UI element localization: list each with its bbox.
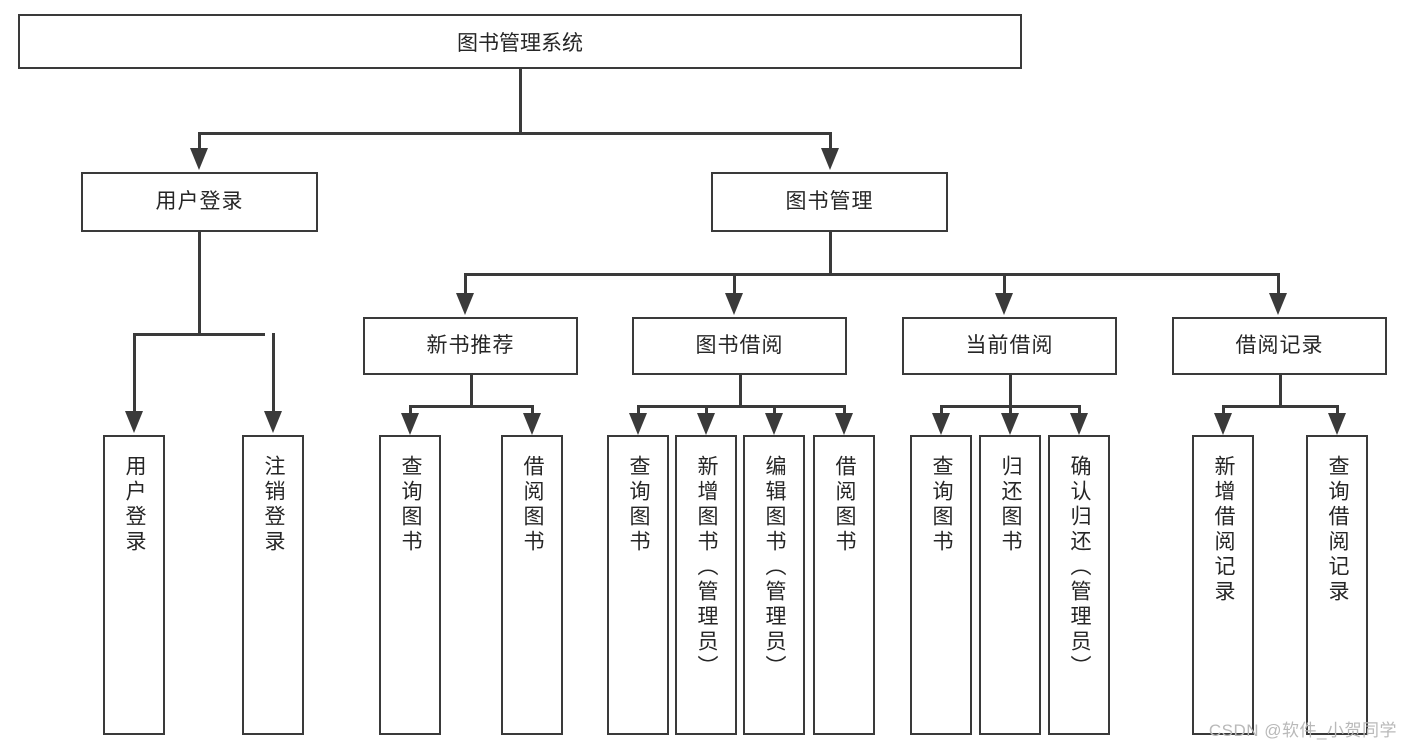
node-label: 图书管理系统 — [457, 31, 583, 55]
node-label: 新增图书（管理员） — [695, 455, 719, 680]
node-label: 图书管理 — [785, 190, 874, 214]
arrow-to-leaf-user-login — [125, 411, 143, 433]
leaf-br-add-record[interactable]: 新增借阅记录 — [1192, 435, 1254, 735]
arrow-to-bb-leaf-1 — [629, 413, 647, 435]
node-borrow-record[interactable]: 借阅记录 — [1172, 317, 1387, 375]
leaf-logout[interactable]: 注销登录 — [242, 435, 304, 735]
arrow-to-cb-leaf-2 — [1001, 413, 1019, 435]
node-label: 新书推荐 — [426, 334, 515, 358]
node-book-borrow[interactable]: 图书借阅 — [632, 317, 847, 375]
connector-user-login-drop-2 — [272, 333, 275, 413]
node-label: 确认归还（管理员） — [1068, 455, 1092, 680]
leaf-bb-add-book[interactable]: 新增图书（管理员） — [675, 435, 737, 735]
node-label: 注销登录 — [262, 455, 286, 555]
connector-br-drop-2 — [1336, 405, 1339, 415]
arrow-to-bb-leaf-2 — [697, 413, 715, 435]
connector-nb-drop-2 — [531, 405, 534, 415]
connector-bm-drop-2 — [733, 273, 736, 295]
connector-book-borrow-bus — [637, 405, 846, 408]
connector-user-login-drop-1 — [133, 333, 136, 413]
node-current-borrow[interactable]: 当前借阅 — [902, 317, 1117, 375]
connector-user-login-stem — [198, 232, 201, 335]
arrow-to-cb-leaf-1 — [932, 413, 950, 435]
arrow-to-nb-leaf-1 — [401, 413, 419, 435]
arrow-to-br-leaf-2 — [1328, 413, 1346, 435]
leaf-cb-confirm-return[interactable]: 确认归还（管理员） — [1048, 435, 1110, 735]
arrow-to-borrow-record — [1269, 293, 1287, 315]
node-root-system[interactable]: 图书管理系统 — [18, 14, 1022, 69]
connector-bb-drop-4 — [843, 405, 846, 415]
connector-root-stem — [519, 69, 522, 134]
node-label: 用户登录 — [155, 190, 244, 214]
connector-cb-drop-2 — [1009, 405, 1012, 415]
connector-root-drop-left — [198, 132, 201, 150]
arrow-to-leaf-logout — [264, 411, 282, 433]
leaf-nb-borrow-book[interactable]: 借阅图书 — [501, 435, 563, 735]
node-label: 新增借阅记录 — [1212, 455, 1236, 605]
arrow-to-new-book — [456, 293, 474, 315]
node-label: 图书借阅 — [695, 334, 784, 358]
arrow-to-book-borrow — [725, 293, 743, 315]
node-label: 查询借阅记录 — [1326, 455, 1350, 605]
node-label: 编辑图书（管理员） — [763, 455, 787, 680]
connector-bb-drop-3 — [773, 405, 776, 415]
arrow-to-cb-leaf-3 — [1070, 413, 1088, 435]
leaf-br-query-record[interactable]: 查询借阅记录 — [1306, 435, 1368, 735]
connector-cb-drop-1 — [940, 405, 943, 415]
node-user-login[interactable]: 用户登录 — [81, 172, 318, 232]
connector-bb-drop-2 — [705, 405, 708, 415]
connector-current-borrow-stem — [1009, 375, 1012, 407]
node-label: 查询图书 — [399, 455, 423, 555]
leaf-bb-query-book[interactable]: 查询图书 — [607, 435, 669, 735]
node-label: 借阅记录 — [1235, 334, 1324, 358]
connector-borrow-record-bus — [1222, 405, 1338, 408]
connector-bm-drop-4 — [1277, 273, 1280, 295]
node-label: 用户登录 — [123, 455, 147, 555]
connector-bm-drop-1 — [464, 273, 467, 295]
connector-root-drop-right — [829, 132, 832, 150]
arrow-to-current-borrow — [995, 293, 1013, 315]
leaf-cb-query-book[interactable]: 查询图书 — [910, 435, 972, 735]
csdn-watermark: CSDN @软件_小贺同学 — [1208, 721, 1397, 740]
arrow-to-user-login — [190, 148, 208, 170]
connector-new-book-stem — [470, 375, 473, 407]
node-label: 当前借阅 — [965, 334, 1054, 358]
connector-root-bus — [198, 132, 831, 135]
node-label: 借阅图书 — [521, 455, 545, 555]
arrow-to-br-leaf-1 — [1214, 413, 1232, 435]
node-label: 归还图书 — [999, 455, 1023, 555]
connector-new-book-bus — [409, 405, 533, 408]
connector-book-management-bus — [464, 273, 1280, 276]
leaf-user-login[interactable]: 用户登录 — [103, 435, 165, 735]
leaf-bb-borrow-book[interactable]: 借阅图书 — [813, 435, 875, 735]
connector-cb-drop-3 — [1078, 405, 1081, 415]
leaf-cb-return-book[interactable]: 归还图书 — [979, 435, 1041, 735]
node-new-book-recommend[interactable]: 新书推荐 — [363, 317, 578, 375]
node-label: 查询图书 — [627, 455, 651, 555]
connector-bb-drop-1 — [637, 405, 640, 415]
connector-user-login-bus — [133, 333, 265, 336]
arrow-to-bb-leaf-3 — [765, 413, 783, 435]
connector-borrow-record-stem — [1279, 375, 1282, 407]
leaf-nb-query-book[interactable]: 查询图书 — [379, 435, 441, 735]
connector-book-borrow-stem — [739, 375, 742, 407]
node-label: 借阅图书 — [833, 455, 857, 555]
arrow-to-bb-leaf-4 — [835, 413, 853, 435]
arrow-to-book-management — [821, 148, 839, 170]
arrow-to-nb-leaf-2 — [523, 413, 541, 435]
connector-bm-drop-3 — [1003, 273, 1006, 295]
node-book-management[interactable]: 图书管理 — [711, 172, 948, 232]
leaf-bb-edit-book[interactable]: 编辑图书（管理员） — [743, 435, 805, 735]
node-label: 查询图书 — [930, 455, 954, 555]
connector-br-drop-1 — [1222, 405, 1225, 415]
connector-book-management-stem — [829, 232, 832, 275]
connector-nb-drop-1 — [409, 405, 412, 415]
